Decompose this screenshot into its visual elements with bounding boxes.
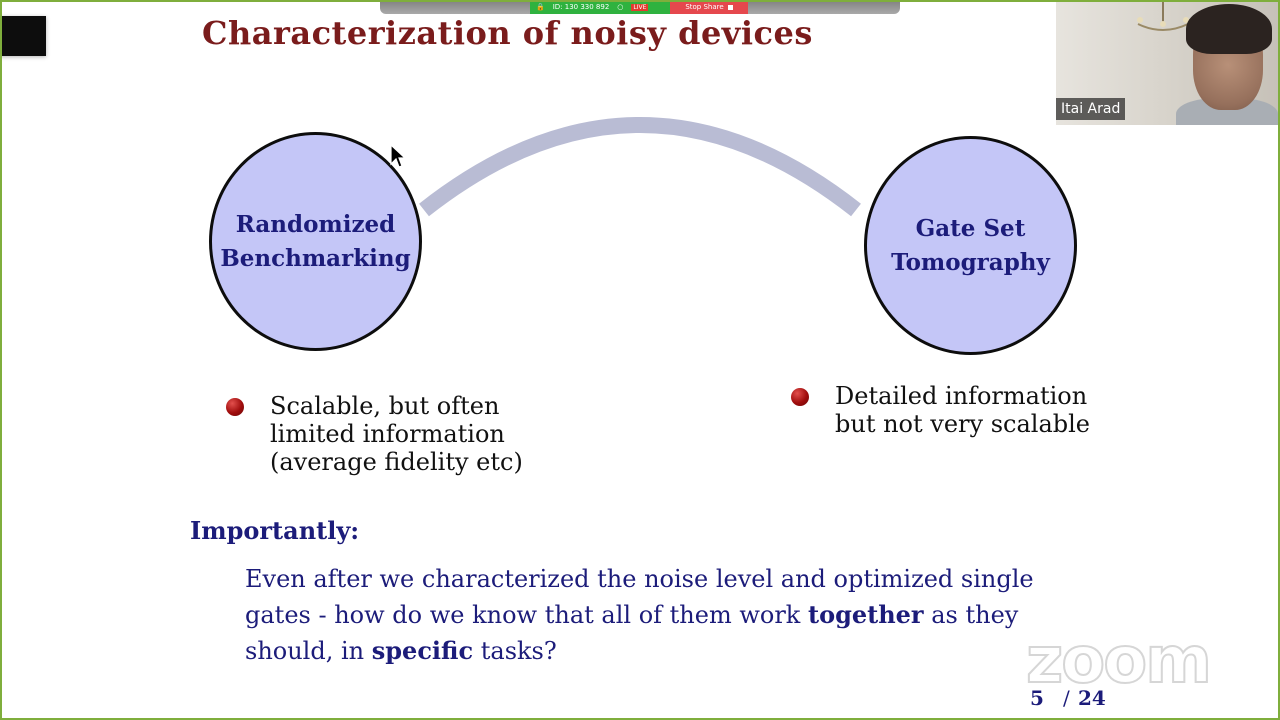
mouse-cursor-icon [390, 144, 406, 168]
stop-share-label: Stop Share [685, 3, 724, 11]
page-separator: / [1063, 686, 1070, 710]
slide-title: Characterization of noisy devices [202, 14, 813, 52]
lock-icon: 🔒 [536, 3, 545, 11]
gate-set-tomography-node: Gate Set Tomography [864, 136, 1077, 355]
chandelier-icon [1137, 2, 1189, 31]
randomized-benchmarking-node: Randomized Benchmarking [209, 132, 422, 351]
participant-name-label: Itai Arad [1056, 98, 1126, 120]
right-bullet-text: Detailed information but not very scalab… [835, 382, 1090, 438]
stop-share-button[interactable]: Stop Share [670, 0, 748, 14]
para-part2: as they should, in [245, 601, 1019, 665]
left-bullet-icon [226, 398, 244, 416]
meeting-id-label: ID: 130 330 892 [552, 3, 610, 11]
left-node-line1: Randomized [235, 210, 396, 238]
hidden-window-tab[interactable] [0, 16, 46, 56]
meeting-id-pill[interactable]: 🔒 ID: 130 330 892 ○ LIVE [530, 0, 670, 14]
right-node-line1: Gate Set [915, 214, 1026, 242]
para-part1: Even after we characterized the noise le… [245, 565, 1034, 629]
live-badge: LIVE [631, 3, 649, 11]
participant-hair [1186, 4, 1272, 54]
zoom-watermark: zoom [1025, 623, 1213, 699]
para-emph-specific: specific [371, 636, 474, 665]
right-bullet-icon [791, 388, 809, 406]
right-node-line2: Tomography [891, 248, 1050, 276]
para-part3: tasks? [473, 637, 557, 665]
page-total: 24 [1078, 686, 1106, 710]
importantly-paragraph: Even after we characterized the noise le… [245, 562, 1045, 669]
participant-video[interactable]: Itai Arad [1056, 2, 1278, 125]
left-node-line2: Benchmarking [220, 244, 411, 272]
left-bullet-text: Scalable, but often limited information … [270, 392, 523, 476]
para-emph-together: together [807, 600, 924, 629]
signal-icon: ○ [617, 3, 624, 11]
importantly-heading: Importantly: [190, 516, 360, 545]
stop-icon [727, 4, 733, 10]
page-current: 5 [1030, 686, 1044, 710]
